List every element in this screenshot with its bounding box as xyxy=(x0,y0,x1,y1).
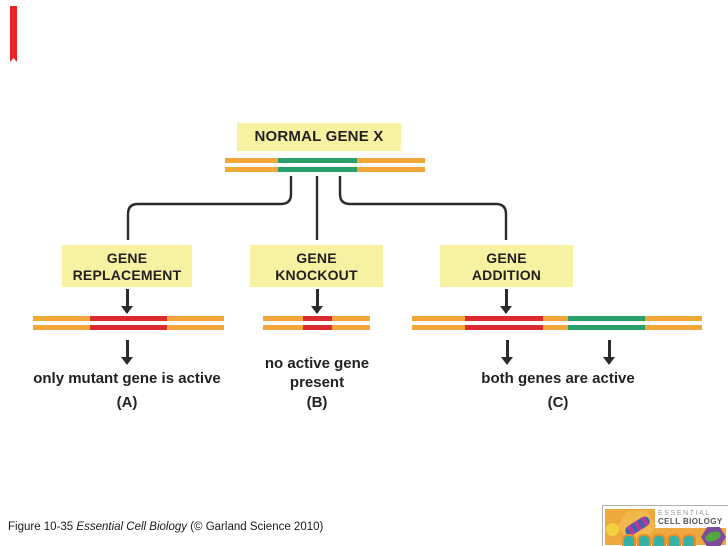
dna-strand xyxy=(263,316,370,321)
gene-knockout-box: GENE KNOCKOUT xyxy=(250,245,383,287)
down-arrow-icon xyxy=(500,289,512,314)
down-arrow-icon xyxy=(121,289,133,314)
gene-replacement-label-line1: GENE xyxy=(106,250,148,266)
down-arrow-icon xyxy=(501,340,513,365)
logo-artwork: ESSENTIAL CELL BIOLOGY xyxy=(605,508,726,546)
bookmark-ribbon xyxy=(10,6,17,62)
panel-letter-a: (A) xyxy=(116,394,138,411)
yellow-cell-icon xyxy=(606,523,619,536)
addition-dna-bar xyxy=(412,316,702,330)
dna-strand xyxy=(33,325,224,330)
mutant-gene-segment xyxy=(90,316,167,321)
membrane-cell-icon xyxy=(667,534,681,546)
arrow-shaft xyxy=(125,340,129,357)
knockout-result-line2: present xyxy=(289,374,345,391)
panel-letter-b: (B) xyxy=(306,394,328,411)
membrane-cell-icon xyxy=(637,534,651,546)
membrane-cell-icon xyxy=(652,534,666,546)
normal-gene-segment xyxy=(568,325,645,330)
caption-credit: (© Garland Science 2010) xyxy=(190,521,324,533)
panel-letter-c: (C) xyxy=(547,394,569,411)
addition-result-label: both genes are active xyxy=(481,370,635,387)
gene-addition-label-line2: ADDITION xyxy=(471,267,542,283)
down-arrow-icon xyxy=(603,340,615,365)
caption-figure-number: Figure 10-35 xyxy=(8,521,74,533)
logo-title-line2: CELL BIOLOGY xyxy=(658,517,723,526)
normal-gene-segment xyxy=(278,167,357,172)
logo-text: ESSENTIAL CELL BIOLOGY xyxy=(658,510,726,526)
dna-strand xyxy=(225,167,425,172)
mutant-gene-segment xyxy=(465,325,543,330)
dna-strand xyxy=(412,325,702,330)
arrow-head xyxy=(121,306,133,314)
normal-gene-dna-bar xyxy=(225,158,425,172)
gene-knockout-label-line1: GENE xyxy=(296,250,337,266)
dna-strand xyxy=(33,316,224,321)
gene-replacement-label-line2: REPLACEMENT xyxy=(72,267,182,283)
replacement-dna-bar xyxy=(33,316,224,330)
dna-strand xyxy=(263,325,370,330)
arrow-head xyxy=(501,357,513,365)
knockout-dna-bar xyxy=(263,316,370,330)
arrow-head xyxy=(603,357,615,365)
replacement-result-label: only mutant gene is active xyxy=(33,370,221,387)
gene-knockout-label-line2: KNOCKOUT xyxy=(275,267,358,283)
arrow-head xyxy=(121,357,133,365)
figure-caption: Figure 10-35 Essential Cell Biology (© G… xyxy=(8,521,323,533)
membrane-cell-icon xyxy=(622,534,636,546)
essential-cell-biology-logo: ESSENTIAL CELL BIOLOGY xyxy=(602,505,728,546)
normal-gene-segment xyxy=(278,158,357,163)
gene-addition-label-line1: GENE xyxy=(486,250,527,266)
down-arrow-icon xyxy=(311,289,323,314)
arrow-shaft xyxy=(315,289,319,306)
right-branch-line xyxy=(338,176,508,240)
left-branch-line xyxy=(126,176,293,240)
gene-addition-box: GENE ADDITION xyxy=(440,245,573,287)
down-arrow-icon xyxy=(121,340,133,365)
arrow-head xyxy=(500,306,512,314)
arrow-shaft xyxy=(504,289,508,306)
caption-book-title: Essential Cell Biology xyxy=(76,521,188,533)
dna-strand xyxy=(412,316,702,321)
disrupted-gene-segment xyxy=(303,316,332,321)
dna-strand xyxy=(225,158,425,163)
gene-replacement-box: GENE REPLACEMENT xyxy=(62,245,192,287)
mutant-gene-segment xyxy=(90,325,167,330)
knockout-result-label: no active gene present xyxy=(237,354,397,392)
title-box: NORMAL GENE X xyxy=(237,123,401,151)
arrow-shaft xyxy=(607,340,611,357)
title-label: NORMAL GENE X xyxy=(254,128,384,145)
knockout-result-line1: no active gene xyxy=(264,355,370,372)
logo-title-line1: ESSENTIAL xyxy=(658,510,711,517)
normal-gene-segment xyxy=(568,316,645,321)
arrow-shaft xyxy=(505,340,509,357)
mutant-gene-segment xyxy=(465,316,543,321)
disrupted-gene-segment xyxy=(303,325,332,330)
membrane-cell-icon xyxy=(682,534,696,546)
arrow-shaft xyxy=(125,289,129,306)
arrow-head xyxy=(311,306,323,314)
